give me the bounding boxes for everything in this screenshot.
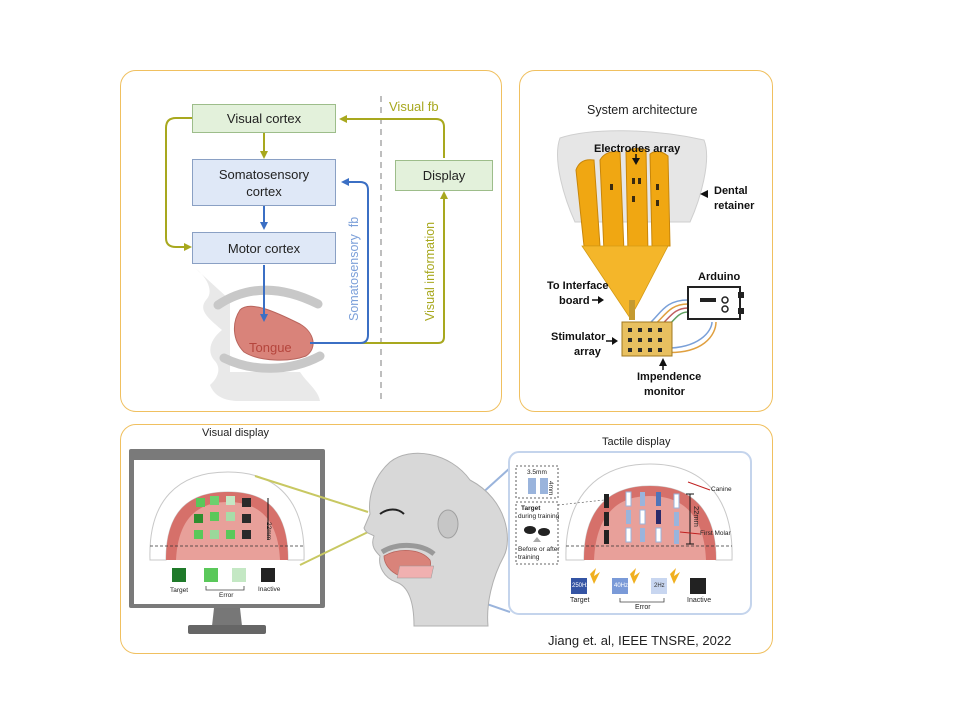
visual-fb-label: Visual fb xyxy=(389,99,439,114)
jaw-arc xyxy=(219,351,325,373)
head-silhouette xyxy=(363,452,508,627)
visual-legend-target: Target xyxy=(170,587,189,594)
somatosensory-label-2: cortex xyxy=(246,183,282,199)
visual-display-title: Visual display xyxy=(202,427,270,439)
tactile-dimension-label: 22mm xyxy=(692,506,701,527)
electrodes-array xyxy=(575,147,671,255)
arduino-board xyxy=(687,286,741,320)
display-box: Display xyxy=(395,160,493,191)
stimulator-array-label-1: Stimulator xyxy=(551,331,606,343)
tactile-target-sub: during training xyxy=(518,513,560,520)
tactile-display-title: Tactile display xyxy=(602,436,671,448)
monitor-stand xyxy=(212,608,242,626)
tactile-freq-target: 250Hz xyxy=(572,583,590,589)
impedance-monitor-label-1: Impendence xyxy=(637,371,702,383)
citation: Jiang et. al, IEEE TNSRE, 2022 xyxy=(548,633,732,648)
tactile-canine-label: Canine xyxy=(711,486,732,493)
visual-cortex-box: Visual cortex xyxy=(192,104,336,133)
tactile-legend-inactive: Inactive xyxy=(687,597,712,604)
visual-dimension-label: 22mm xyxy=(265,522,272,541)
tactile-height-label: 4mm xyxy=(547,481,554,496)
impedance-monitor-label-2: monitor xyxy=(644,386,685,398)
dental-retainer-label-2: retainer xyxy=(714,200,755,212)
tactile-target-title: Target xyxy=(521,505,541,512)
tactile-freq-error-2: 2Hz xyxy=(654,583,665,589)
tactile-electrode-grid xyxy=(604,491,680,544)
somatosensory-cortex-box: Somatosensory cortex xyxy=(192,159,336,206)
tactile-width-label: 3.5mm xyxy=(527,469,547,476)
tongue-shape xyxy=(234,305,314,361)
tactile-before-after-1: Before or after xyxy=(518,546,560,553)
interface-board-label-2: board xyxy=(559,295,590,307)
interface-board-label-1: To Interface xyxy=(547,280,609,292)
visual-legend-inactive: Inactive xyxy=(258,586,281,593)
somatosensory-label-1: Somatosensory xyxy=(218,166,310,182)
arduino-label: Arduino xyxy=(698,271,741,283)
tactile-before-after-2: training xyxy=(518,554,540,561)
dental-retainer-label-1: Dental xyxy=(714,185,748,197)
tactile-first-molar-label: First Molar xyxy=(700,530,731,537)
system-architecture-title: System architecture xyxy=(587,103,698,117)
palate-arc xyxy=(213,285,323,310)
tongue-label: Tongue xyxy=(249,340,292,355)
visual-legend-error: Error xyxy=(219,592,234,599)
tactile-legend-target: Target xyxy=(570,597,590,604)
electrodes-array-label: Electrodes array xyxy=(594,143,681,155)
motor-cortex-box: Motor cortex xyxy=(192,232,336,264)
visual-electrode-grid xyxy=(194,496,251,539)
tactile-freq-error-1: 40Hz xyxy=(614,583,629,589)
stimulator-array-label-2: array xyxy=(574,346,601,358)
tactile-legend-error: Error xyxy=(635,604,651,611)
